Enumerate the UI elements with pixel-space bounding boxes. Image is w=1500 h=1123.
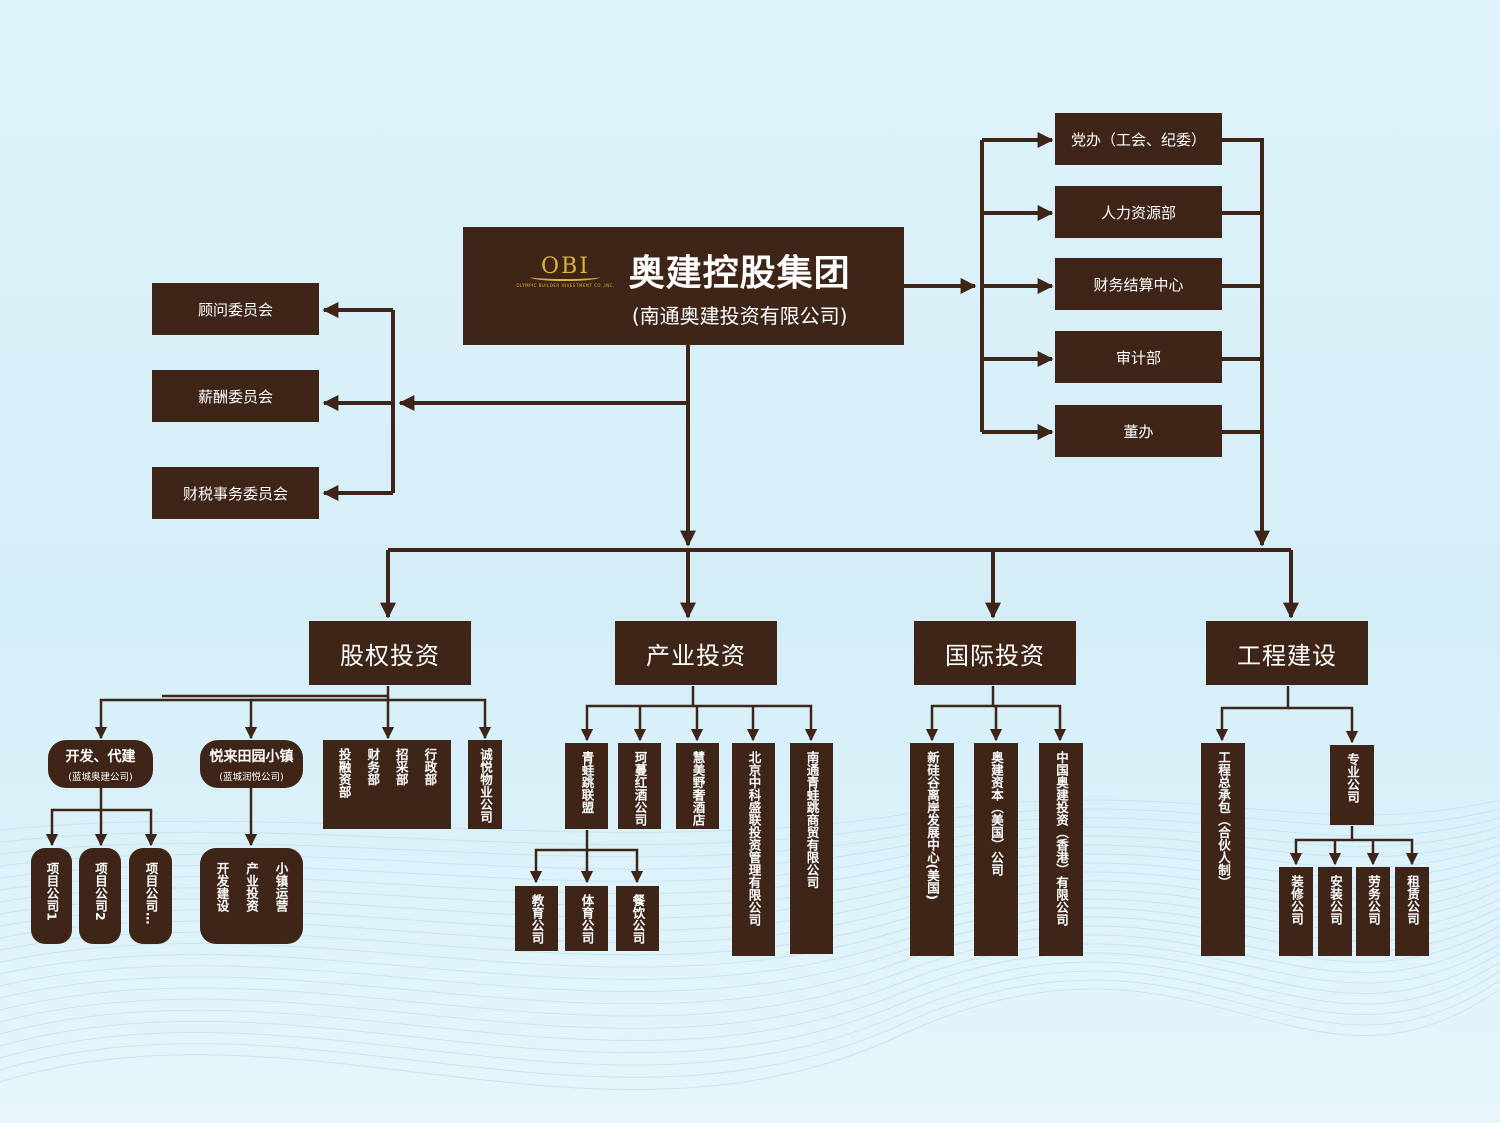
wave-line bbox=[0, 961, 1500, 1054]
intl-china-obi-hk: 中国奥建投资（香港）有限公司 bbox=[1039, 743, 1083, 956]
dept-hr: 人力资源部 bbox=[1055, 186, 1222, 238]
eng-general-contracting: 工程总承包（合伙人制） bbox=[1201, 743, 1245, 956]
project-company-2: 项目公司2 bbox=[79, 848, 121, 944]
dept-audit: 审计部 bbox=[1055, 331, 1222, 383]
town-col: 开发建设 bbox=[214, 862, 230, 912]
project-company-1: 项目公司1 bbox=[31, 848, 72, 944]
equity-property-company: 诚悦物业公司 bbox=[468, 740, 502, 829]
town-col: 产业投资 bbox=[244, 862, 259, 912]
industry-sports-company: 体育公司 bbox=[565, 886, 608, 951]
category-engineering: 工程建设 bbox=[1206, 621, 1368, 685]
industry-catering-company: 餐饮公司 bbox=[616, 886, 659, 951]
intl-silicon-valley-center: 新硅谷离岸发展中心(美国) bbox=[910, 743, 954, 956]
equity-dept-col: 招采部 bbox=[393, 748, 409, 786]
equity-departments-box: 投融资部 财务部 招采部 行政部 bbox=[323, 740, 451, 829]
dept-party-office: 党办（工会、纪委） bbox=[1055, 113, 1222, 165]
equity-dept-col: 投融资部 bbox=[336, 748, 352, 798]
equity-dev-title: 开发、代建 bbox=[65, 748, 136, 765]
industry-education-company: 教育公司 bbox=[515, 886, 558, 951]
eng-leasing-company: 租赁公司 bbox=[1395, 867, 1429, 956]
wave-line bbox=[0, 979, 1500, 1078]
project-company-more: 项目公司… bbox=[129, 848, 172, 944]
industry-frog-alliance: 青蛙跳联盟 bbox=[565, 743, 608, 829]
town-functions-box: 开发建设 产业投资 小镇运营 bbox=[200, 848, 303, 944]
committee-compensation: 薪酬委员会 bbox=[152, 370, 319, 422]
wave-line bbox=[0, 934, 1500, 1017]
obi-logo: OBI OLYMPIC BUILDER INVESTMENT CO.,INC. bbox=[516, 254, 614, 288]
headquarters-box: OBI OLYMPIC BUILDER INVESTMENT CO.,INC. … bbox=[463, 227, 904, 345]
dept-finance-center: 财务结算中心 bbox=[1055, 258, 1222, 310]
wave-line bbox=[0, 943, 1500, 1029]
industry-beijing-zksl: 北京中科盛联投资管理有限公司 bbox=[732, 743, 775, 956]
committee-finance-tax: 财税事务委员会 bbox=[152, 467, 319, 519]
category-international-investment: 国际投资 bbox=[914, 621, 1076, 685]
wave-line bbox=[0, 808, 1500, 846]
logo-swoosh bbox=[530, 273, 601, 281]
wave-line bbox=[0, 817, 1500, 858]
company-name: 奥建控股集团 bbox=[628, 252, 851, 294]
industry-luxury-hotel: 慧美野奢酒店 bbox=[676, 743, 719, 829]
eng-installation-company: 安装公司 bbox=[1318, 867, 1352, 956]
eng-labor-company: 劳务公司 bbox=[1356, 867, 1390, 956]
wave-line bbox=[0, 898, 1500, 968]
equity-town: 悦来田园小镇 (蓝城润悦公司) bbox=[200, 740, 303, 788]
equity-town-sub: (蓝城润悦公司) bbox=[219, 771, 284, 783]
committee-advisory: 顾问委员会 bbox=[152, 283, 319, 335]
eng-specialist-companies: 专业公司 bbox=[1330, 745, 1374, 825]
town-col: 小镇运营 bbox=[273, 862, 289, 912]
wave-line bbox=[0, 952, 1500, 1041]
equity-dev-sub: (蓝城奥建公司) bbox=[68, 771, 133, 783]
eng-decoration-company: 装修公司 bbox=[1279, 867, 1313, 956]
equity-dept-col: 行政部 bbox=[422, 748, 438, 786]
industry-nantong-frog-trade: 南通青蛙跳商贸有限公司 bbox=[790, 743, 833, 954]
equity-dev-build: 开发、代建 (蓝城奥建公司) bbox=[48, 740, 153, 788]
equity-town-title: 悦来田园小镇 bbox=[209, 748, 294, 765]
industry-wine-company: 珂蔓红酒公司 bbox=[618, 743, 661, 829]
wave-line bbox=[0, 970, 1500, 1066]
logo-subtext: OLYMPIC BUILDER INVESTMENT CO.,INC. bbox=[516, 283, 615, 288]
dept-board-office: 董办 bbox=[1055, 405, 1222, 457]
wave-line bbox=[0, 925, 1500, 1005]
wave-line bbox=[0, 988, 1500, 1090]
company-legal-name: (南通奥建投资有限公司) bbox=[631, 303, 848, 328]
category-industry-investment: 产业投资 bbox=[615, 621, 777, 685]
wave-line bbox=[0, 799, 1500, 833]
intl-obi-capital-usa: 奥建资本（美国）公司 bbox=[974, 743, 1018, 956]
equity-dept-col: 财务部 bbox=[365, 748, 381, 786]
category-equity-investment: 股权投资 bbox=[309, 621, 471, 685]
